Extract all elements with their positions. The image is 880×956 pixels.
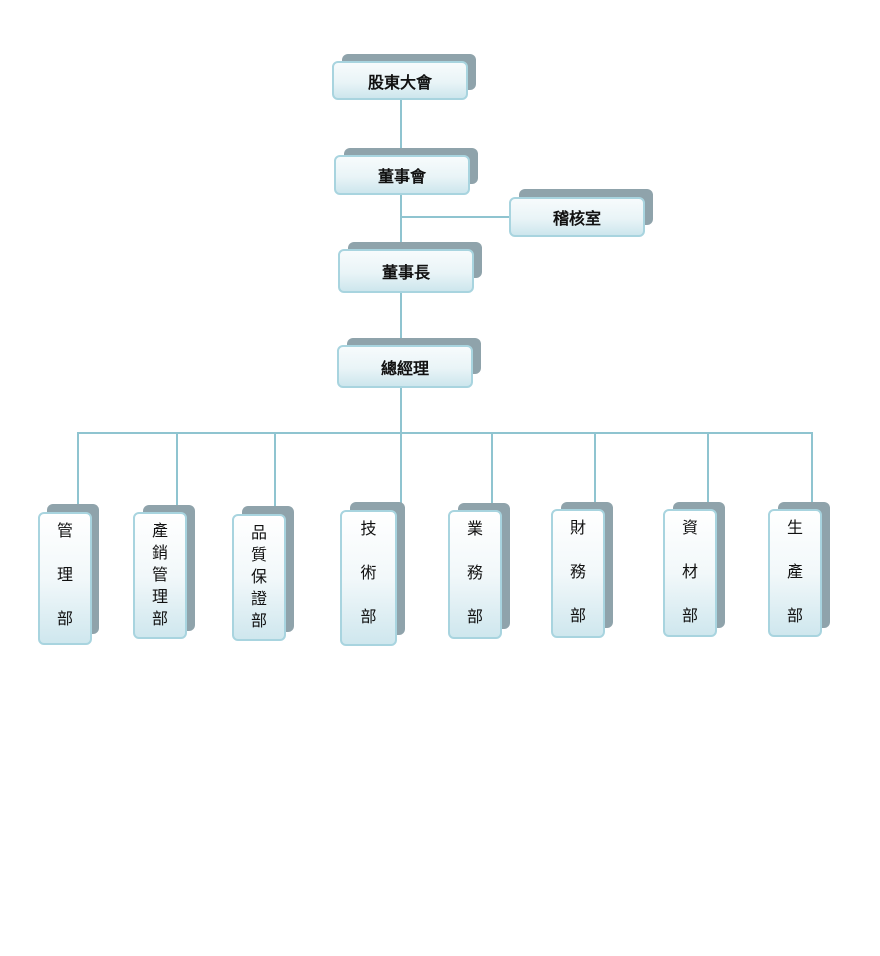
dept-char: 銷 [151,543,168,562]
dept-char: 理 [151,587,168,606]
dept-production: 生 產 部 [768,509,822,637]
dept-char: 務 [569,562,586,581]
dept-char: 部 [681,606,698,625]
dept-char [366,584,371,606]
drop-finance [594,432,596,510]
dept-char: 技 [360,519,377,538]
dept-char: 生 [786,518,803,537]
connector-chairman-gm [400,291,402,347]
dept-char: 部 [360,607,377,626]
dept-char: 理 [56,565,73,584]
dept-char: 產 [786,562,803,581]
dept-char: 部 [56,609,73,628]
dept-char [575,583,580,605]
dept-char: 部 [569,606,586,625]
drop-management [77,432,79,516]
node-gm: 總經理 [337,345,473,388]
dept-char: 管 [151,565,168,584]
drop-production [811,432,813,510]
dept-char: 部 [151,609,168,628]
dept-char: 術 [360,563,377,582]
dept-char: 部 [466,607,483,626]
dept-char [792,539,797,561]
dept-char [472,584,477,606]
dept-finance: 財 務 部 [551,509,605,638]
department-bus-line [77,432,812,434]
dept-char: 品 [250,523,267,542]
dept-char: 部 [250,611,267,630]
dept-char [62,586,67,608]
dept-char: 業 [466,519,483,538]
dept-char: 部 [786,606,803,625]
connector-audit [400,216,512,218]
dept-qa: 品 質 保 證 部 [232,514,286,641]
dept-char: 材 [681,562,698,581]
drop-business [491,432,493,510]
node-audit: 稽核室 [509,197,645,237]
dept-char [62,542,67,564]
connector-shareholders-board [400,98,402,154]
node-board: 董事會 [334,155,470,195]
node-chairman: 董事長 [338,249,474,293]
dept-char [472,540,477,562]
connector-gm-departments [400,386,402,512]
dept-char: 資 [681,518,698,537]
dept-char: 質 [250,545,267,564]
dept-char [366,540,371,562]
dept-business: 業 務 部 [448,510,502,639]
dept-char: 保 [250,567,267,586]
dept-sales-mkt: 產 銷 管 理 部 [133,512,187,639]
dept-char [687,539,692,561]
dept-management: 管 理 部 [38,512,92,645]
dept-char: 管 [56,521,73,540]
drop-qa [274,432,276,514]
dept-char: 財 [569,518,586,537]
dept-char: 產 [151,521,168,540]
dept-tech: 技 術 部 [340,510,397,646]
connector-board-chairman [400,193,402,249]
drop-materials [707,432,709,510]
dept-materials: 資 材 部 [663,509,717,637]
dept-char [687,583,692,605]
node-shareholders: 股東大會 [332,61,468,100]
dept-char [575,539,580,561]
dept-char: 務 [466,563,483,582]
dept-char: 證 [250,589,267,608]
dept-char [792,583,797,605]
drop-sales-mkt [176,432,178,512]
